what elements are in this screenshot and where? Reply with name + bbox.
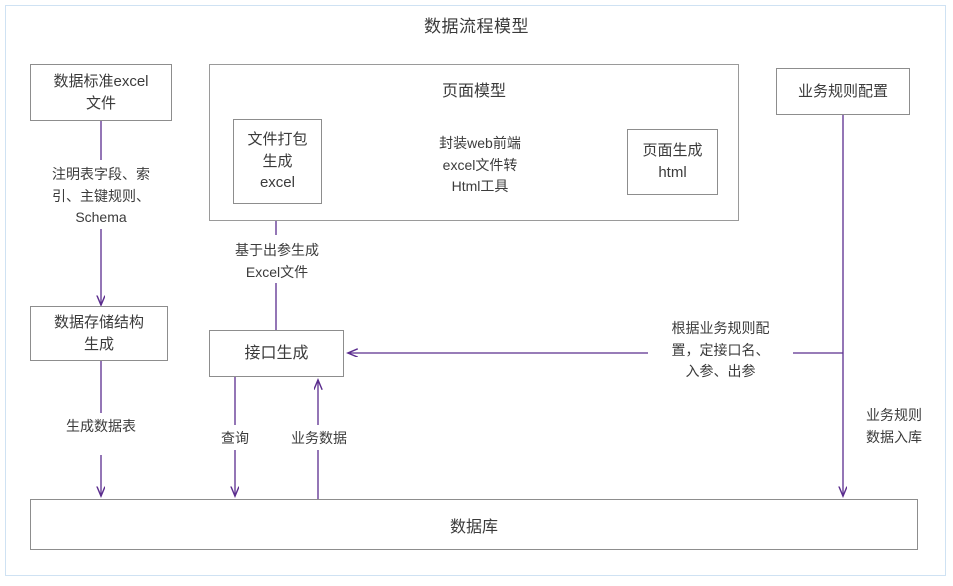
node-page-generate-html[interactable]: 页面生成 html bbox=[627, 129, 718, 195]
label-business-rule-store: 业务规则 数据入库 bbox=[855, 405, 933, 449]
label-business-rule-note: 根据业务规则配 置，定接口名、 入参、出参 bbox=[648, 318, 793, 384]
label-business-data: 业务数据 bbox=[280, 428, 358, 450]
group-page-model-title: 页面模型 bbox=[441, 83, 506, 100]
node-interface-generate[interactable]: 接口生成 bbox=[209, 330, 344, 377]
node-data-standard-excel[interactable]: 数据标准excel 文件 bbox=[30, 64, 172, 121]
diagram-title: 数据流程模型 bbox=[424, 17, 529, 36]
label-web-front-tool: 封装web前端 excel文件转 Html工具 bbox=[409, 133, 551, 199]
node-file-package-excel[interactable]: 文件打包 生成 excel bbox=[233, 119, 322, 204]
node-database[interactable]: 数据库 bbox=[30, 499, 918, 550]
node-business-rule-config[interactable]: 业务规则配置 bbox=[776, 68, 910, 115]
label-schema-note: 注明表字段、索 引、主键规则、 Schema bbox=[28, 164, 174, 230]
node-data-storage-structure[interactable]: 数据存储结构 生成 bbox=[30, 306, 168, 361]
label-based-on-output: 基于出参生成 Excel文件 bbox=[206, 240, 348, 284]
label-query: 查询 bbox=[205, 428, 265, 450]
label-generate-table: 生成数据表 bbox=[28, 416, 174, 438]
